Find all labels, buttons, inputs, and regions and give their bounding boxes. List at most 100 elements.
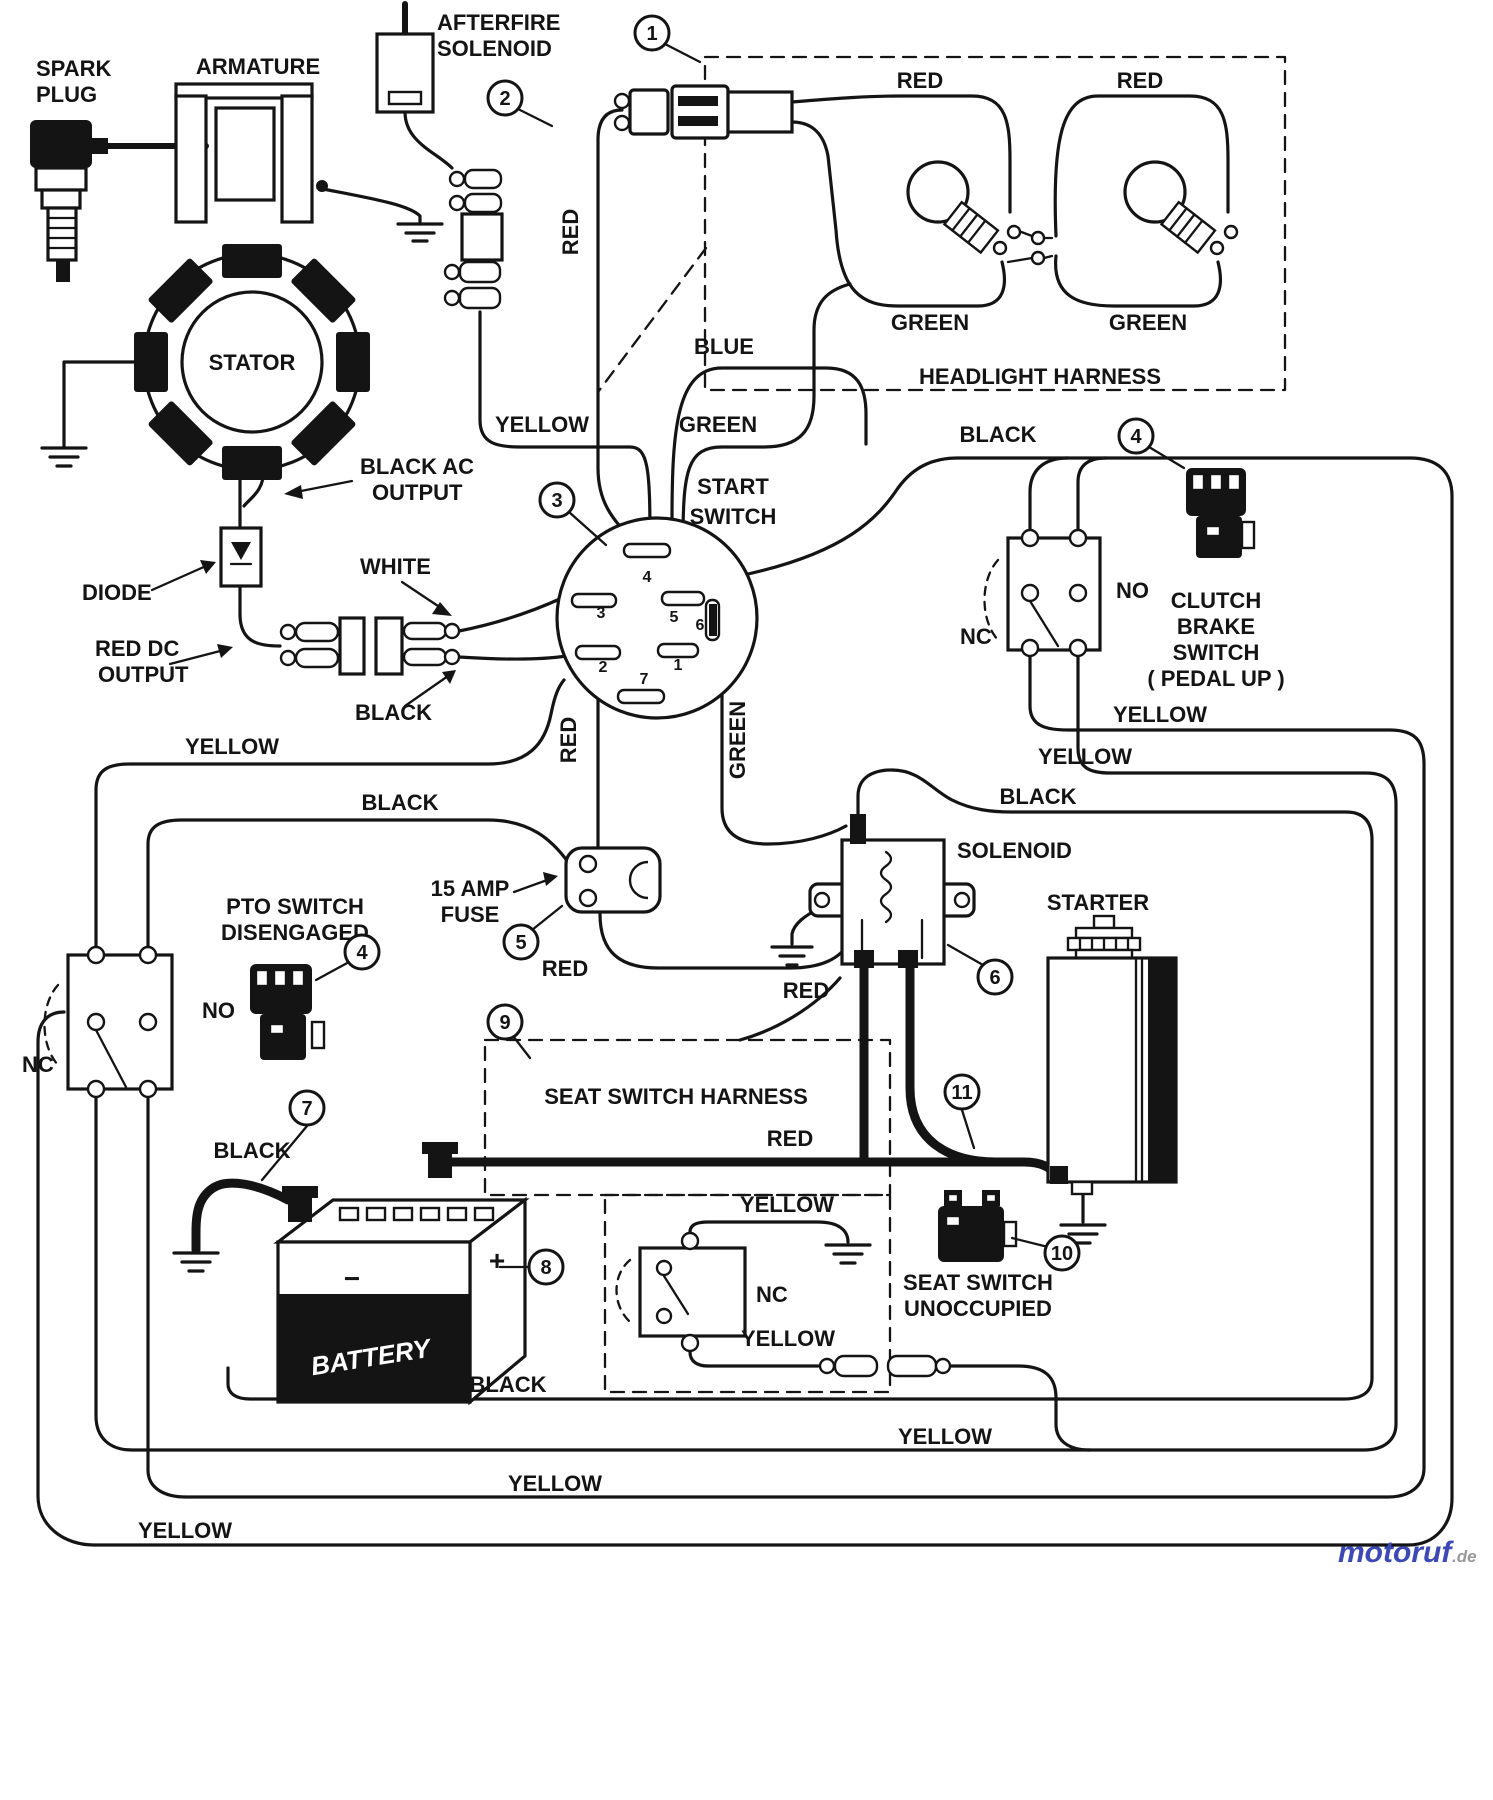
diode — [219, 526, 263, 588]
svg-text:4: 4 — [356, 942, 368, 964]
wire-label-black-right: BLACK — [1000, 784, 1077, 809]
wire-label-headlight-red-2: RED — [1117, 68, 1163, 93]
clutch-label-2: BRAKE — [1177, 614, 1255, 639]
clutch-brake-switch — [983, 528, 1102, 658]
wire-label-headlight-green-2: GREEN — [1109, 310, 1187, 335]
red-dc-label-2: OUTPUT — [98, 662, 189, 687]
start-switch-label-1: START — [697, 474, 769, 499]
terminal-6: 6 — [696, 617, 705, 634]
battery: − + BATTERY — [273, 1142, 530, 1406]
solenoid — [808, 814, 976, 968]
fuse — [564, 846, 662, 914]
wire-label-black-left: BLACK — [362, 790, 439, 815]
black-lead-label: BLACK — [355, 700, 432, 725]
start-switch-label-2: SWITCH — [690, 504, 777, 529]
clutch-no-label: NO — [1116, 578, 1149, 603]
pto-switch — [43, 945, 174, 1099]
callout-4-pto: 4 — [314, 933, 381, 982]
svg-text:1: 1 — [646, 23, 657, 45]
spark-plug — [30, 120, 108, 282]
bottom-connector — [818, 1354, 952, 1378]
terminal-2: 2 — [599, 659, 608, 676]
afterfire-label-2: SOLENOID — [437, 36, 552, 61]
pto-nc-label: NC — [22, 1052, 54, 1077]
diode-label: DIODE — [82, 580, 152, 605]
wire-label-yellow-center: YELLOW — [495, 412, 589, 437]
starter — [1046, 914, 1178, 1196]
wire-label-red-down: RED — [556, 717, 581, 763]
callout-6: 6 — [946, 943, 1014, 996]
battery-minus: − — [344, 1263, 360, 1294]
terminal-1: 1 — [674, 657, 683, 674]
harness-connector — [613, 84, 794, 140]
wire-label-yellow-right-1: YELLOW — [1113, 702, 1207, 727]
wire-label-yellow-bus-1: YELLOW — [898, 1424, 992, 1449]
wire-label-yellow-seat-bottom: YELLOW — [741, 1326, 835, 1351]
wire-label-yellow-bus-3: YELLOW — [138, 1518, 232, 1543]
afterfire-label-1: AFTERFIRE — [437, 10, 560, 35]
wire-label-yellow-bus-2: YELLOW — [508, 1471, 602, 1496]
svg-text:10: 10 — [1051, 1243, 1073, 1265]
armature-label: ARMATURE — [196, 54, 320, 79]
svg-text:5: 5 — [515, 932, 526, 954]
callout-8: 8 — [498, 1248, 565, 1286]
stator-label: STATOR — [209, 350, 296, 375]
clutch-label-3: SWITCH — [1173, 640, 1260, 665]
clutch-nc-label: NC — [960, 624, 992, 649]
pto-connector — [250, 964, 326, 1060]
labels: SPARK PLUG ARMATURE AFTERFIRE SOLENOID R… — [22, 10, 1285, 1543]
seat-switch — [615, 1231, 747, 1353]
clutch-label-4: ( PEDAL UP ) — [1147, 666, 1284, 691]
fuse-label-2: FUSE — [441, 902, 500, 927]
headlight-bulb-1 — [906, 160, 1022, 256]
red-dc-label-1: RED DC — [95, 636, 179, 661]
dc-output-connector — [279, 616, 461, 676]
starter-label: STARTER — [1047, 890, 1149, 915]
wire-label-red-solenoid: RED — [783, 978, 829, 1003]
armature — [174, 82, 328, 224]
seat-switch-connector — [938, 1190, 1018, 1262]
seat-nc-label: NC — [756, 1282, 788, 1307]
svg-text:9: 9 — [499, 1012, 510, 1034]
pto-label-1: PTO SWITCH — [226, 894, 364, 919]
wire-label-red-battery: RED — [767, 1126, 813, 1151]
black-ac-label-1: BLACK AC — [360, 454, 474, 479]
callout-7: 7 — [260, 1089, 326, 1182]
svg-text:8: 8 — [540, 1257, 551, 1279]
wire-label-red-top: RED — [558, 209, 583, 255]
afterfire-connector — [443, 168, 504, 310]
white-lead-label: WHITE — [360, 554, 431, 579]
ground-symbols — [40, 222, 1107, 1273]
afterfire-solenoid — [375, 32, 435, 114]
headlight-harness-label: HEADLIGHT HARNESS — [919, 364, 1161, 389]
headlight-bulb-2 — [1030, 160, 1239, 266]
callout-3: 3 — [538, 481, 608, 547]
seat-harness-label: SEAT SWITCH HARNESS — [544, 1084, 808, 1109]
wire-label-black-top-right: BLACK — [960, 422, 1037, 447]
svg-text:6: 6 — [989, 967, 1000, 989]
headlight-harness-box — [596, 55, 1287, 394]
watermark-suffix: .de — [1452, 1547, 1477, 1566]
wire-label-black-bottom: BLACK — [470, 1372, 547, 1397]
svg-text:11: 11 — [951, 1082, 972, 1104]
terminal-7: 7 — [640, 671, 649, 688]
seat-switch-harness-box — [483, 1038, 892, 1394]
clutch-label-1: CLUTCH — [1171, 588, 1261, 613]
wire-label-green-down: GREEN — [725, 701, 750, 779]
start-switch: 4 3 5 6 2 7 1 — [555, 516, 759, 720]
svg-text:2: 2 — [499, 88, 510, 110]
wire-runs — [36, 1, 1454, 1547]
pto-label-2: DISENGAGED — [221, 920, 369, 945]
callout-9: 9 — [486, 1003, 532, 1060]
spark-plug-label-1: SPARK — [36, 56, 111, 81]
watermark-brand: motoruf — [1338, 1536, 1454, 1569]
pto-no-label: NO — [202, 998, 235, 1023]
callout-11: 11 — [943, 1073, 981, 1150]
terminal-3: 3 — [597, 605, 606, 622]
svg-text:4: 4 — [1130, 426, 1142, 448]
callout-10: 10 — [1010, 1234, 1081, 1272]
wire-label-red-fuse: RED — [542, 956, 588, 981]
wire-label-headlight-red-1: RED — [897, 68, 943, 93]
